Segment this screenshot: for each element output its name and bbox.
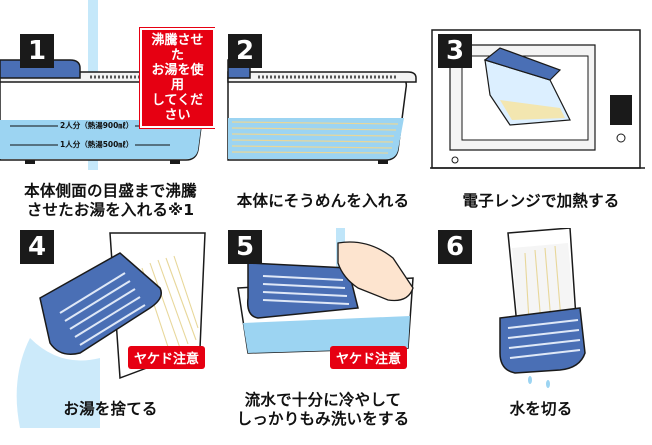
- step-6-caption: 水を切る: [430, 400, 652, 419]
- boiling-water-warning: 沸騰させた お湯を使用 してください: [140, 28, 215, 128]
- step-2-illustration: [227, 59, 417, 164]
- step-4-caption: お湯を捨てる: [8, 400, 213, 419]
- step-5-illustration: [237, 228, 414, 354]
- burn-warning-step-5: ヤケド注意: [330, 346, 408, 369]
- step-5-number: 5: [228, 230, 262, 264]
- scale-1-serving: 1人分（熱湯500㎖）: [58, 139, 136, 150]
- step-5-caption-line-1: 流水で十分に冷やして: [244, 391, 402, 409]
- scale-2-servings: 2人分（熱湯900㎖）: [58, 120, 136, 131]
- boiling-water-line-1: 沸騰させた: [151, 33, 204, 63]
- step-2-number: 2: [228, 34, 262, 68]
- step-1-caption-line-2: させたお湯を入れる※1: [26, 201, 195, 219]
- step-3-caption-line-1: 電子レンジで加熱する: [462, 192, 620, 210]
- step-4-number: 4: [20, 230, 54, 264]
- step-1-caption: 本体側面の目盛まで沸騰 させたお湯を入れる※1: [8, 182, 213, 220]
- step-4-panel: 4 ヤケド注意 お湯を捨てる: [0, 228, 215, 445]
- step-1-panel: 1 沸騰させた お湯を使用 してください 2人分（熱湯900㎖） 1人分（熱湯5…: [0, 0, 215, 225]
- step-3-caption: 電子レンジで加熱する: [430, 192, 652, 211]
- step-1-caption-line-1: 本体側面の目盛まで沸騰: [24, 182, 197, 200]
- step-6-panel: 6 水を切る: [430, 228, 652, 445]
- step-3-number: 3: [438, 34, 472, 68]
- step-3-panel: 3 電子レンジで加熱する: [430, 0, 652, 225]
- step-3-illustration: [430, 29, 645, 169]
- step-4-caption-line-1: お湯を捨てる: [63, 400, 158, 418]
- boiling-water-line-3: してください: [151, 93, 204, 123]
- step-5-panel: 5 ヤケド注意 流水で十分に冷やして しっかりもみ洗いをする: [218, 228, 428, 445]
- step-2-caption: 本体にそうめんを入れる: [218, 192, 428, 211]
- step-2-panel: 2 本体にそうめんを入れる: [218, 0, 428, 225]
- step-5-caption: 流水で十分に冷やして しっかりもみ洗いをする: [218, 391, 428, 429]
- step-6-number: 6: [438, 230, 472, 264]
- step-5-caption-line-2: しっかりもみ洗いをする: [236, 410, 410, 428]
- step-4-illustration: [16, 232, 206, 428]
- boiling-water-line-2: お湯を使用: [151, 63, 204, 93]
- burn-warning-step-4: ヤケド注意: [128, 346, 206, 369]
- step-2-caption-line-1: 本体にそうめんを入れる: [236, 192, 410, 210]
- step-6-caption-line-1: 水を切る: [509, 400, 573, 418]
- step-6-illustration: [499, 228, 586, 388]
- step-1-number: 1: [20, 34, 54, 68]
